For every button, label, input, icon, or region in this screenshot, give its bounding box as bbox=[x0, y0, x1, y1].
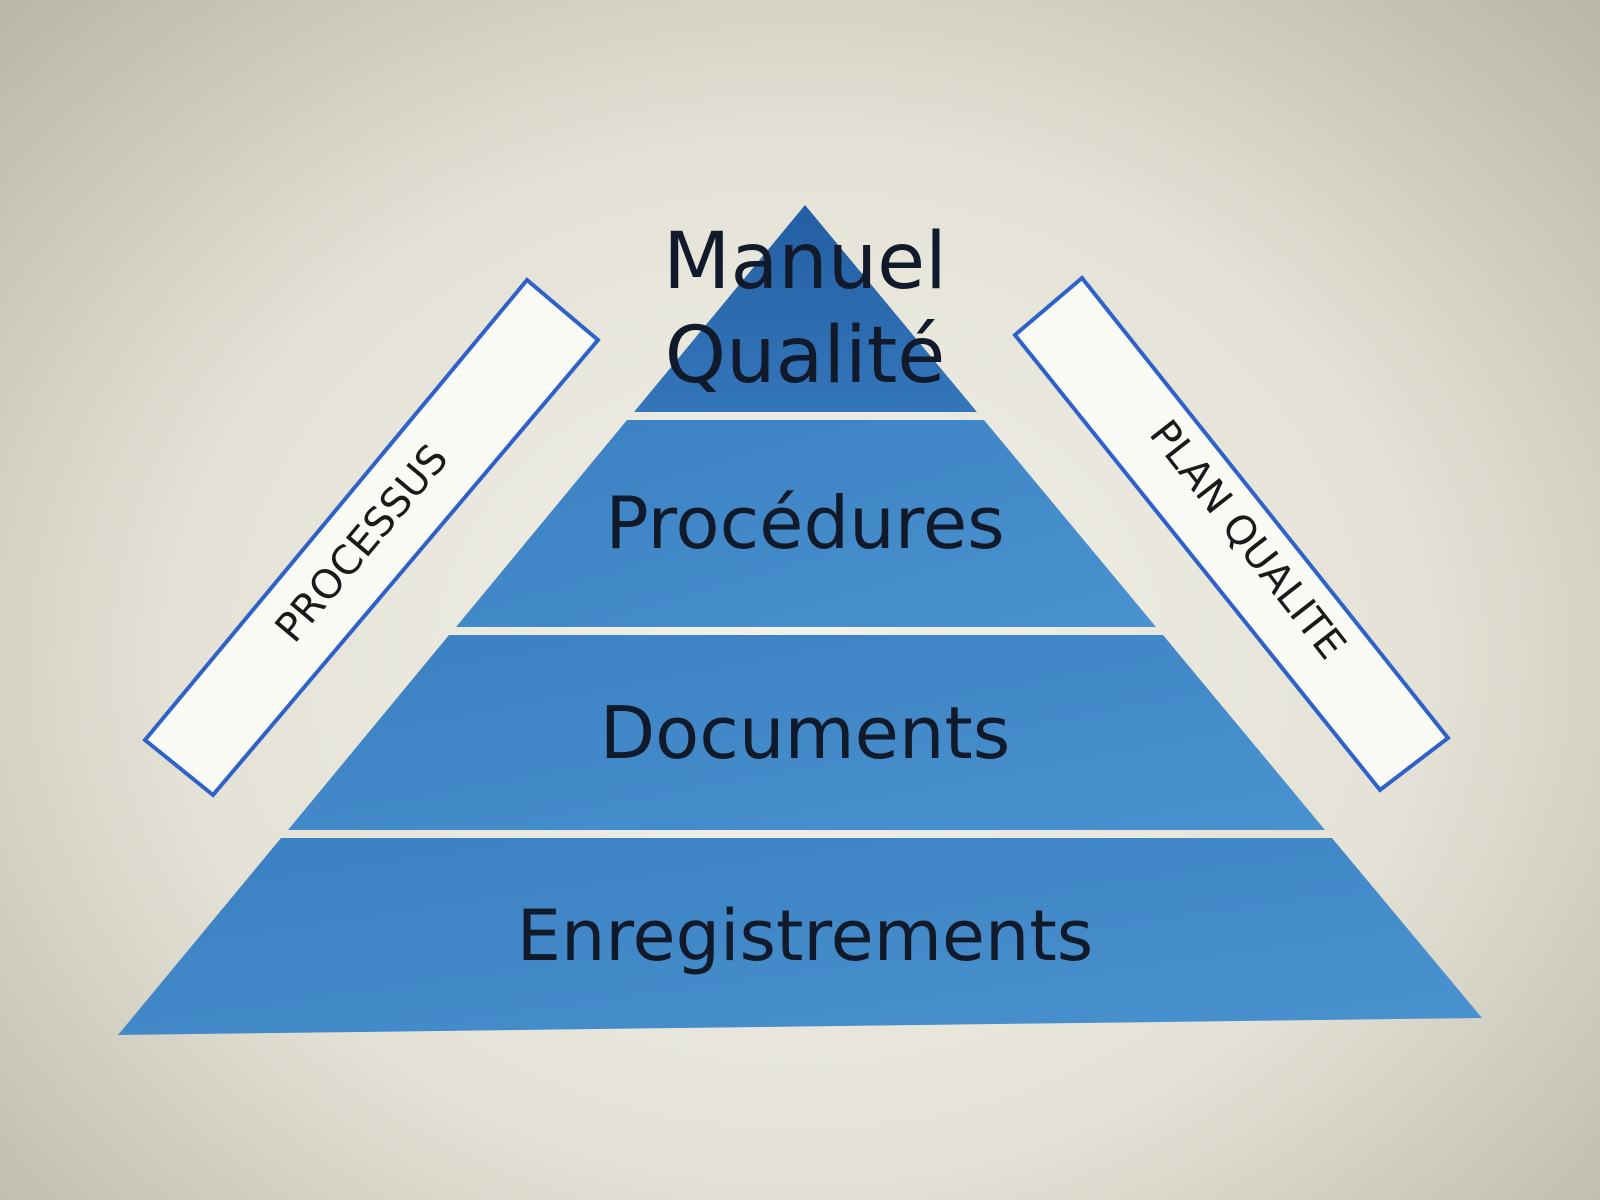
level-enregistrements bbox=[118, 838, 1482, 1035]
plan-qualite-box bbox=[1012, 275, 1451, 793]
processus-box bbox=[142, 277, 601, 798]
level-label-procedures: Procédures bbox=[605, 481, 1004, 565]
level-label-documents: Documents bbox=[600, 691, 1011, 775]
level-label-qualite: Qualité bbox=[665, 311, 946, 401]
level-label-manuel: Manuel bbox=[663, 217, 947, 307]
level-documents bbox=[288, 635, 1325, 830]
level-procedures bbox=[456, 420, 1156, 627]
plan-qualite-label: PLAN QUALITE bbox=[1140, 412, 1354, 668]
level-label-enregistrements: Enregistrements bbox=[517, 895, 1094, 977]
level-manuel-qualite bbox=[634, 205, 977, 412]
